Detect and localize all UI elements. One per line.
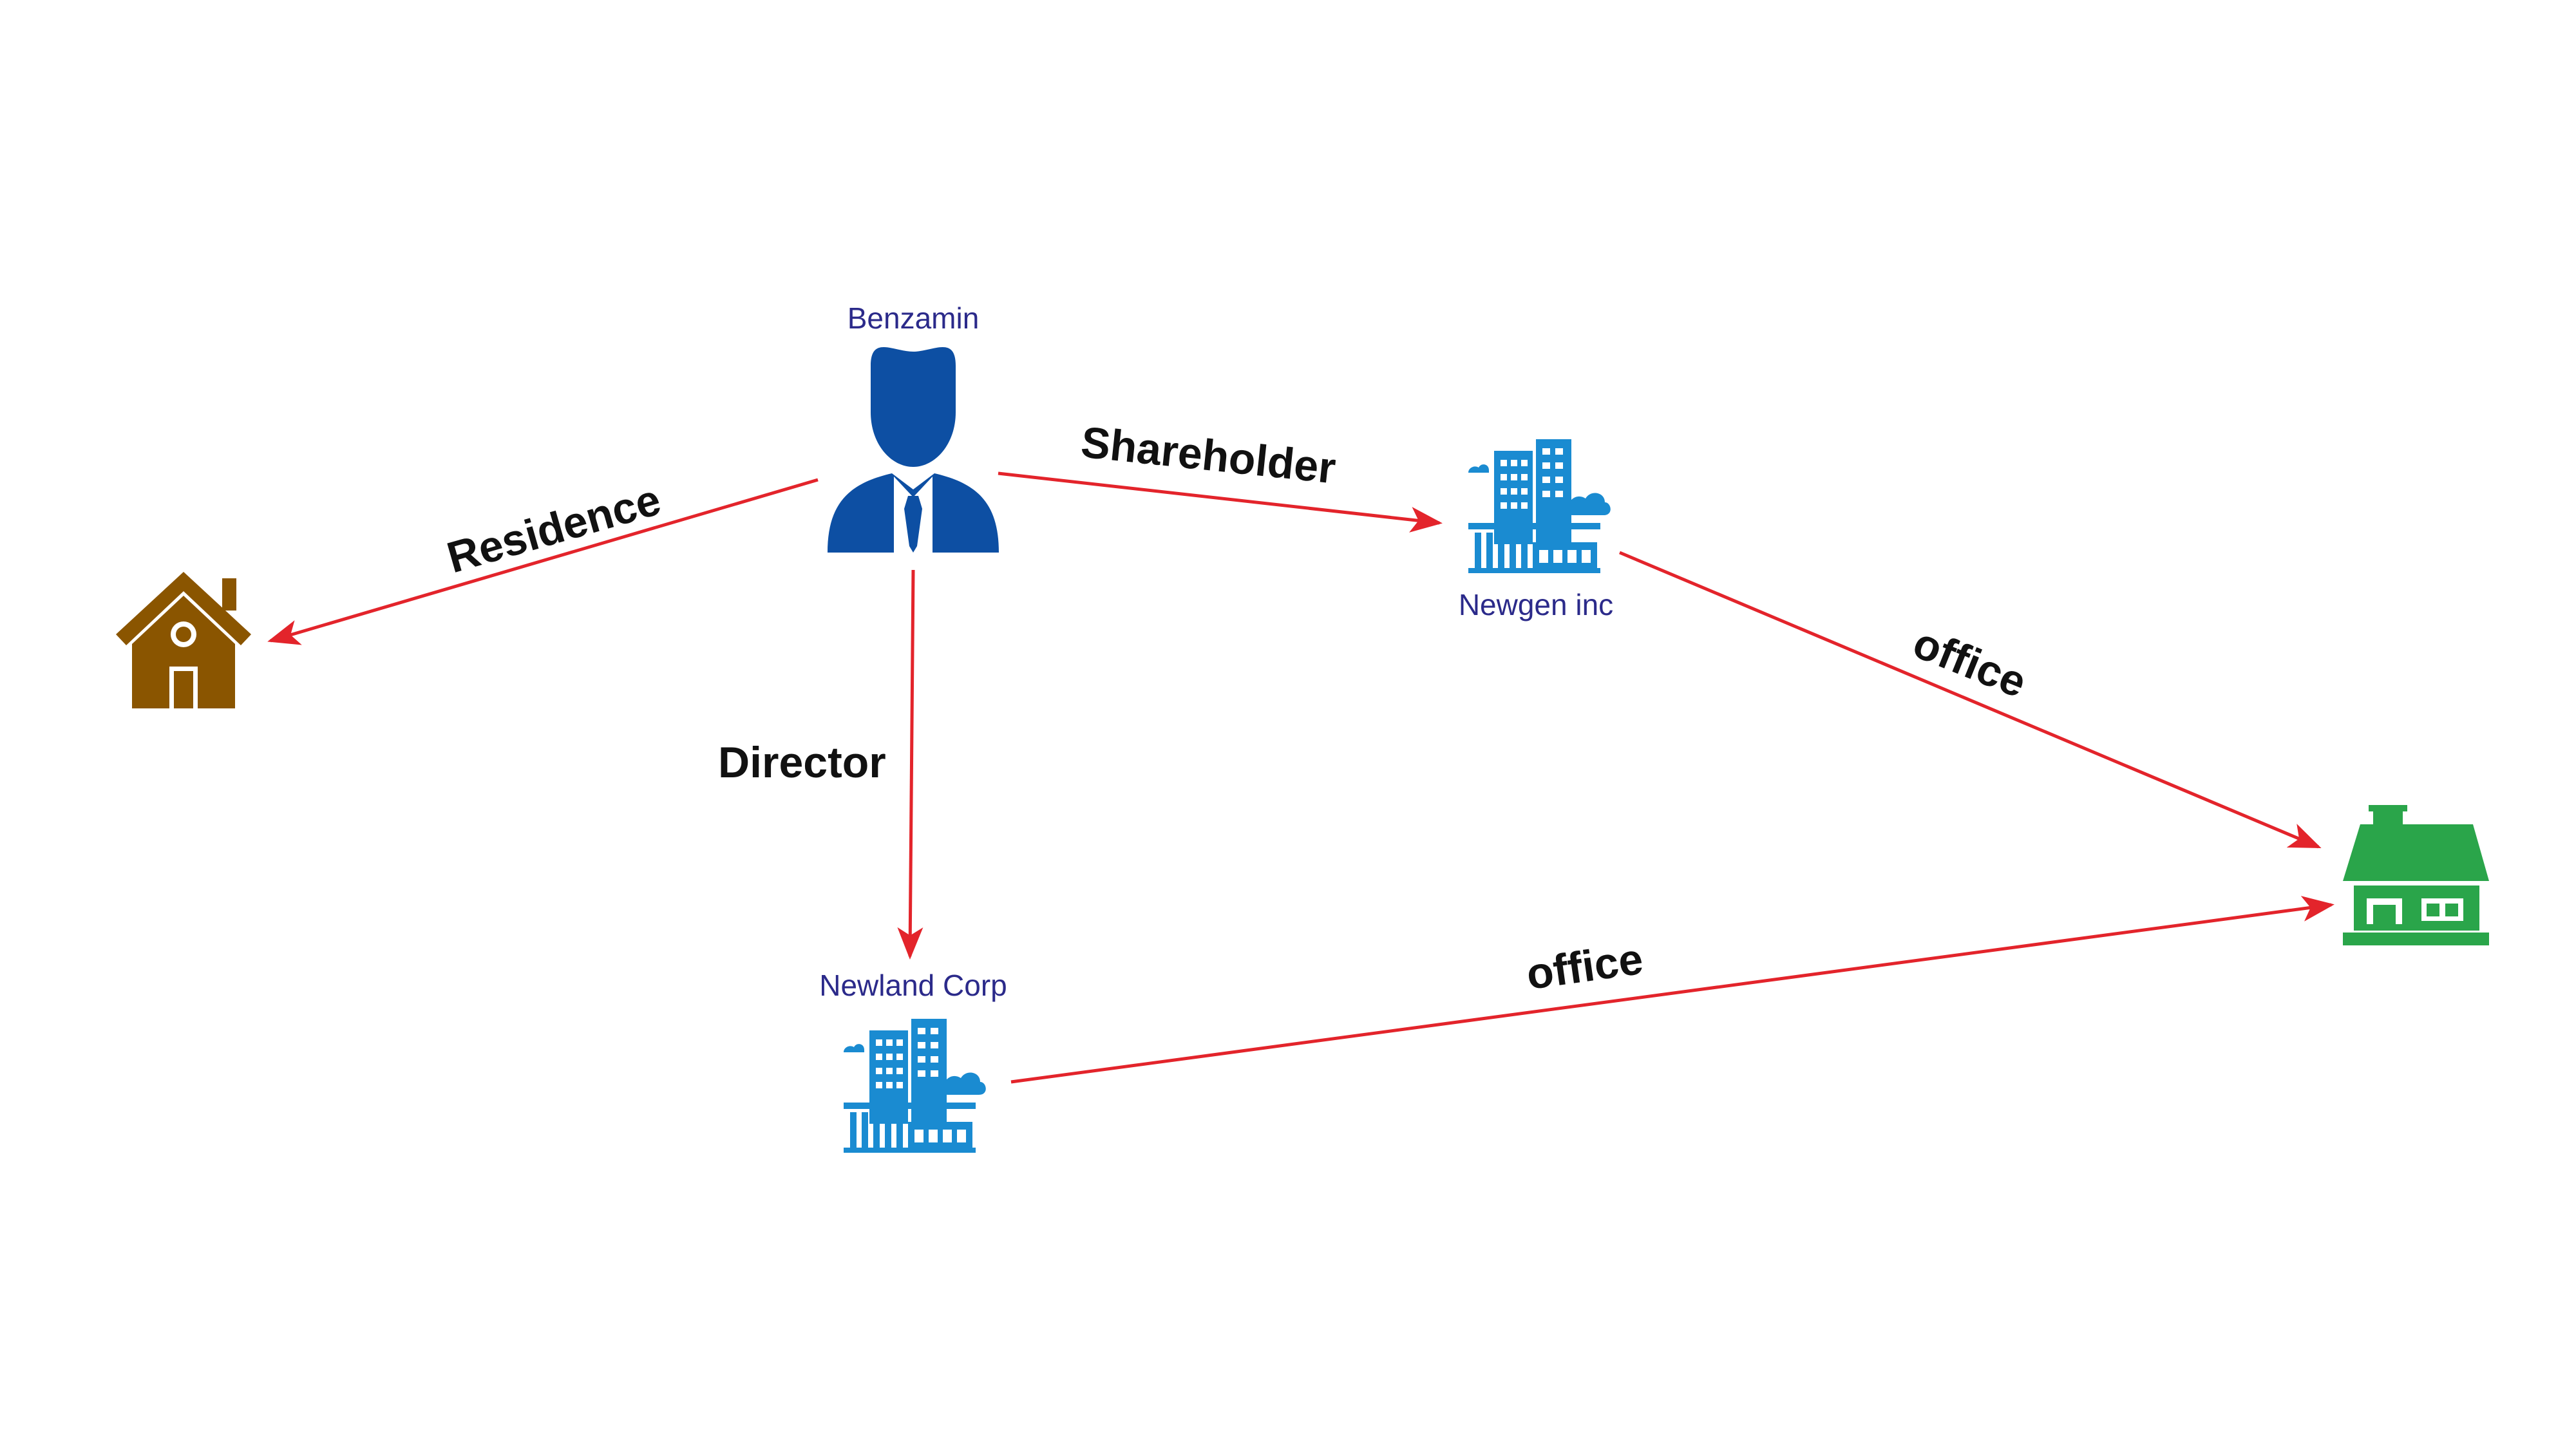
node-label-newgen: Newgen inc [1458, 588, 1614, 621]
office-building-icon[interactable] [844, 1019, 986, 1153]
edge-director [897, 569, 923, 960]
node-label-newland: Newland Corp [819, 969, 1007, 1002]
edge-office-newland [1010, 896, 2334, 1084]
edge-office-newgen [1619, 551, 2322, 849]
edge-residence [267, 478, 819, 645]
node-label-person: Benzamin [847, 301, 980, 335]
office-building-icon[interactable] [1468, 439, 1611, 573]
edge-label-director: Director [718, 738, 886, 787]
person-icon[interactable] [828, 346, 999, 553]
office-house-icon[interactable] [2343, 805, 2489, 945]
edge-shareholder [998, 471, 1443, 533]
home-icon[interactable] [116, 572, 251, 708]
